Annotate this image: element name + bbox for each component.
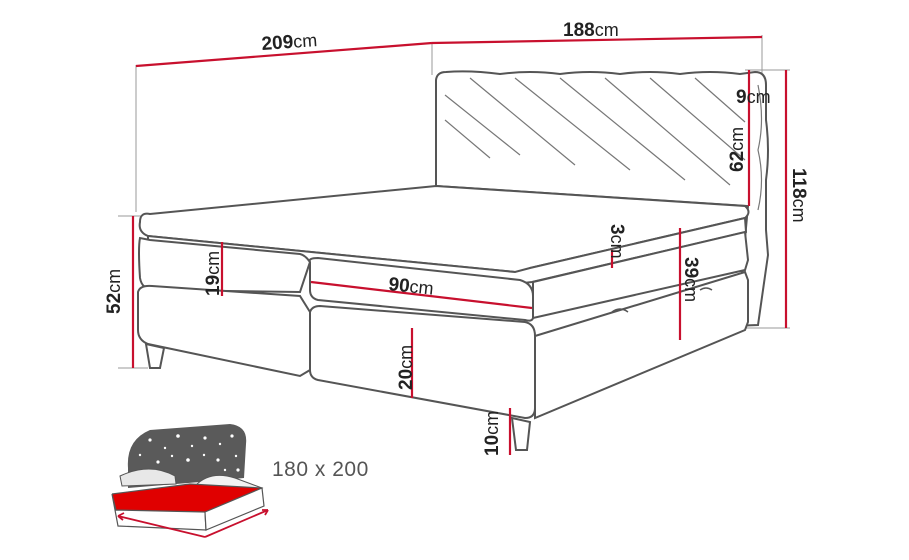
- box-height-label: 39cm: [680, 257, 701, 302]
- base-height-label: 20cm: [396, 345, 417, 390]
- dimension-labels: 209cm 188cm 9cm 62cm 118cm 52cm 19cm 3cm…: [104, 20, 809, 456]
- section-width-label: 90cm: [387, 274, 434, 300]
- dimension-lines: [131, 35, 788, 455]
- topper-layer: [138, 230, 750, 322]
- topper-thickness-label: 3cm: [606, 224, 627, 259]
- mattress-size-label: 180 x 200: [272, 458, 369, 481]
- bed-height-label: 52cm: [104, 269, 125, 314]
- headboard-height-label: 62cm: [727, 127, 748, 172]
- headboard-stitching: [444, 77, 763, 211]
- leg-height-label: 10cm: [482, 411, 503, 456]
- topper-height-label: 19cm: [203, 251, 224, 296]
- box-spring: [137, 270, 749, 420]
- bed-legs: [144, 342, 532, 451]
- headboard: [435, 70, 770, 328]
- headboard-depth-label: 9cm: [736, 87, 771, 108]
- stars-icon: [138, 434, 240, 474]
- width-label: 209cm: [261, 30, 318, 55]
- length-label: 188cm: [563, 20, 619, 41]
- total-height-label: 118cm: [788, 168, 809, 223]
- mattress-size-icon: [111, 424, 269, 538]
